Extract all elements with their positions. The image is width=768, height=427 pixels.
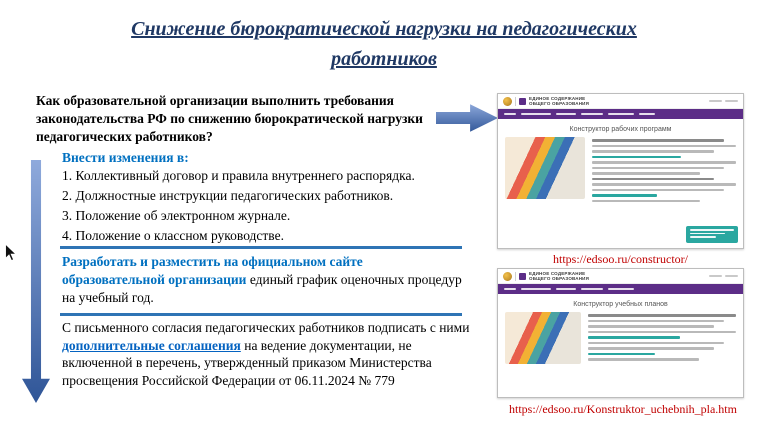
nav-item-placeholder — [504, 113, 516, 115]
brand-line2: ОБЩЕГО ОБРАЗОВАНИЯ — [529, 276, 590, 281]
divider-line — [60, 313, 462, 316]
site-header: ЕДИНОЕ СОДЕРЖАНИЕ ОБЩЕГО ОБРАЗОВАНИЯ — [498, 94, 743, 109]
site-logo-icon — [519, 97, 526, 105]
constructor-programs-url[interactable]: https://edsoo.ru/constructor/ — [553, 252, 688, 266]
website-screenshot-constructor-programs: ЕДИНОЕ СОДЕРЖАНИЕ ОБЩЕГО ОБРАЗОВАНИЯ Кон… — [497, 93, 744, 249]
agreement-paragraph: С письменного согласия педагогических ра… — [62, 319, 484, 389]
text-line — [588, 358, 699, 361]
text-line — [592, 183, 736, 186]
agreement-hyperlink[interactable]: дополнительные соглашения — [62, 337, 241, 353]
site-content — [498, 312, 743, 364]
text-line — [588, 347, 714, 350]
header-links — [709, 100, 738, 102]
site-content — [498, 137, 743, 205]
list-item: 3. Положение об электронном журнале. — [62, 208, 291, 223]
text-line — [592, 166, 725, 169]
site-page-heading: Конструктор учебных планов — [573, 301, 668, 308]
nav-item-placeholder — [608, 288, 634, 290]
divider — [515, 271, 516, 281]
text-line — [592, 144, 736, 147]
divider — [515, 96, 516, 106]
nav-item-placeholder — [581, 113, 603, 115]
header-link-placeholder — [725, 100, 738, 102]
site-brand-text: ЕДИНОЕ СОДЕРЖАНИЕ ОБЩЕГО ОБРАЗОВАНИЯ — [529, 96, 589, 107]
badge-text-line — [690, 229, 734, 231]
agreement-pre-text: С письменного согласия педагогических ра… — [62, 320, 470, 335]
site-navbar — [498, 109, 743, 119]
text-line-link — [592, 194, 657, 197]
constructor-plans-url[interactable]: https://edsoo.ru/Konstruktor_uchebnih_pl… — [509, 402, 737, 416]
site-header: ЕДИНОЕ СОДЕРЖАНИЕ ОБЩЕГО ОБРАЗОВАНИЯ — [498, 269, 743, 284]
text-line — [588, 341, 725, 344]
question-text: Как образовательной организации выполнит… — [36, 93, 423, 144]
publish-blue-text: Разработать и разместить на официальном … — [62, 254, 363, 287]
slide-title-text: Снижение бюрократической нагрузки на пед… — [131, 18, 637, 70]
stationery-image — [505, 137, 585, 199]
nav-item-placeholder — [556, 288, 576, 290]
site-navbar — [498, 284, 743, 294]
text-line — [588, 330, 736, 333]
header-link-placeholder — [709, 100, 722, 102]
list-item: 1. Коллективный договор и правила внутре… — [62, 168, 415, 183]
brand-line1: ЕДИНОЕ СОДЕРЖАНИЕ — [529, 270, 586, 276]
ministry-emblem-icon — [503, 96, 512, 106]
publish-black-text: единый график оценочных процедур на учеб… — [62, 271, 462, 305]
stationery-image — [505, 312, 581, 364]
header-links — [709, 275, 738, 277]
text-line — [588, 319, 725, 322]
website-screenshot-constructor-plans: ЕДИНОЕ СОДЕРЖАНИЕ ОБЩЕГО ОБРАЗОВАНИЯ Кон… — [497, 268, 744, 398]
nav-item-placeholder — [639, 113, 655, 115]
site-logo-icon — [519, 272, 526, 280]
text-line — [592, 150, 715, 153]
text-line-link — [592, 155, 682, 158]
text-line — [592, 177, 715, 180]
text-line — [592, 172, 700, 175]
site-text-column — [592, 137, 736, 205]
brand-line1: ЕДИНОЕ СОДЕРЖАНИЕ — [529, 95, 586, 101]
list-item: 4. Положение о классном руководстве. — [62, 228, 284, 243]
changes-heading: Внести изменения в: — [62, 150, 189, 165]
teal-info-badge — [686, 226, 738, 243]
text-line — [592, 139, 725, 142]
changes-list: 1. Коллективный договор и правила внутре… — [62, 167, 472, 247]
nav-item-placeholder — [608, 113, 634, 115]
nav-item-placeholder — [504, 288, 516, 290]
text-line-link — [588, 336, 680, 339]
mouse-cursor — [4, 242, 18, 267]
text-line — [592, 161, 736, 164]
header-link-placeholder — [709, 275, 722, 277]
header-link-placeholder — [725, 275, 738, 277]
list-item: 2. Должностные инструкции педагогических… — [62, 188, 394, 203]
nav-item-placeholder — [556, 113, 576, 115]
site-page-heading: Конструктор рабочих программ — [569, 126, 672, 133]
text-line — [592, 199, 700, 202]
publish-paragraph: Разработать и разместить на официальном … — [62, 253, 464, 307]
agreement-post-text: на ведение документации, не включенной в… — [62, 337, 432, 388]
brand-line2: ОБЩЕГО ОБРАЗОВАНИЯ — [529, 101, 590, 106]
slide-title: Снижение бюрократической нагрузки на пед… — [0, 14, 768, 74]
text-line-link — [588, 352, 655, 355]
badge-text-line — [690, 236, 717, 238]
text-line — [592, 188, 725, 191]
text-line — [588, 325, 714, 328]
text-line — [588, 314, 736, 317]
divider-line — [60, 246, 462, 249]
site-text-column — [588, 312, 736, 364]
ministry-emblem-icon — [503, 271, 512, 281]
site-brand-text: ЕДИНОЕ СОДЕРЖАНИЕ ОБЩЕГО ОБРАЗОВАНИЯ — [529, 271, 589, 282]
nav-item-placeholder — [581, 288, 603, 290]
nav-item-placeholder — [521, 288, 551, 290]
nav-item-placeholder — [521, 113, 551, 115]
badge-text-line — [690, 232, 726, 234]
arrow-down-icon — [22, 160, 50, 403]
